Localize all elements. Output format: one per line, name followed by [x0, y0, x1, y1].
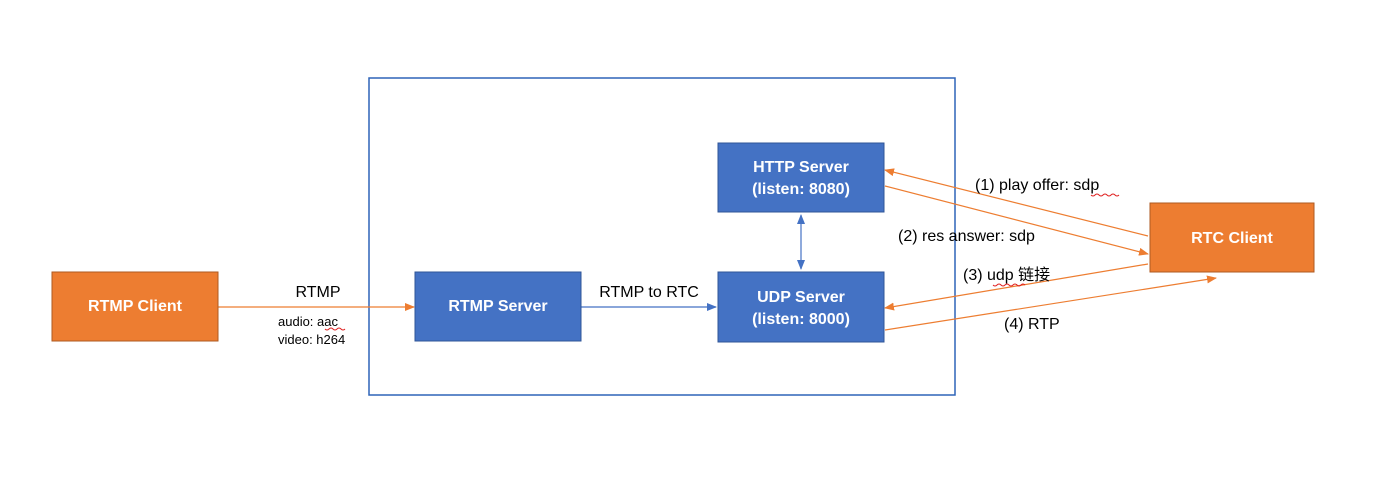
node-rtmp-server: RTMP Server [414, 271, 582, 342]
label-video-codec: video: h264 [278, 332, 345, 347]
label-step3: (3) udp 链接 [963, 266, 1050, 284]
edge-step2 [884, 185, 1149, 256]
label-step4: (4) RTP [1004, 316, 1060, 333]
label-step1: (1) play offer: sdp [975, 177, 1099, 194]
edge-step1 [884, 168, 1149, 237]
server-container [368, 77, 956, 396]
spellcheck-underline-sdp-1 [1090, 193, 1120, 197]
node-udp-server: UDP Server (listen: 8000) [717, 271, 885, 343]
node-udp-server-port: (listen: 8000) [752, 311, 850, 328]
edge-step4 [884, 275, 1217, 331]
node-http-server: HTTP Server (listen: 8080) [717, 142, 885, 213]
node-rtc-client: RTC Client [1149, 202, 1315, 273]
label-step2: (2) res answer: sdp [898, 228, 1035, 245]
spellcheck-underline-udp [992, 283, 1026, 287]
label-rtmp: RTMP [295, 284, 340, 301]
node-http-server-port: (listen: 8080) [752, 181, 850, 198]
node-udp-server-title: UDP Server [757, 289, 845, 306]
edge-step3 [884, 263, 1149, 311]
spellcheck-underline-aac [324, 327, 346, 331]
node-rtmp-client-label: RTMP Client [88, 298, 183, 315]
node-rtmp-client: RTMP Client [51, 271, 219, 342]
label-rtmp-to-rtc: RTMP to RTC [599, 284, 699, 301]
label-audio-codec: audio: aac [278, 314, 338, 329]
node-rtc-client-label: RTC Client [1191, 230, 1273, 247]
node-http-server-title: HTTP Server [753, 159, 849, 176]
node-rtmp-server-label: RTMP Server [448, 298, 547, 315]
